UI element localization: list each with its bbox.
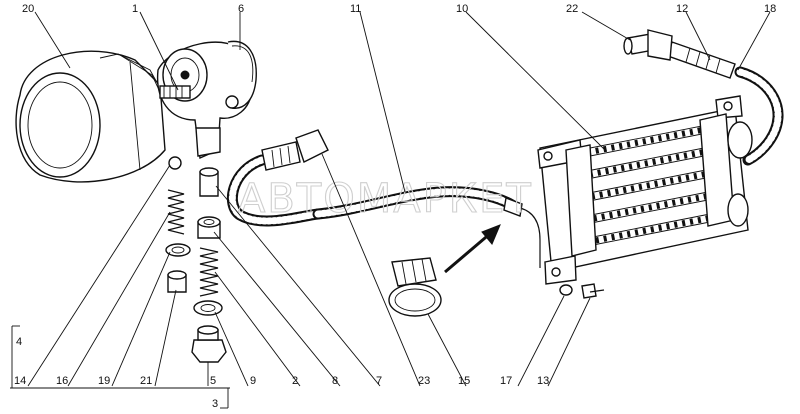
- callout-22: 22: [566, 3, 578, 15]
- bolt-part-13: [581, 283, 605, 299]
- ball-part-4: [168, 156, 182, 170]
- callout-17: 17: [500, 375, 512, 387]
- callout-19: 19: [98, 375, 110, 387]
- callout-1: 1: [132, 3, 138, 15]
- elbow-fitting-part-22: [623, 29, 673, 61]
- washer-part-16: [165, 243, 191, 257]
- spring-part-2: [199, 247, 219, 297]
- callout-10: 10: [456, 3, 468, 15]
- plug-part-5: [191, 325, 227, 363]
- callout-labels: 20 1 6 11 10 22 12 18 4 14 16 19 21 5 9 …: [14, 3, 776, 410]
- watermark-text: АВТОМАРКЕТ: [238, 176, 533, 222]
- callout-20: 20: [22, 3, 34, 15]
- washer-part-9: [193, 300, 223, 316]
- leader-lines: [10, 11, 771, 409]
- oil-cooler-part-10: [537, 95, 753, 285]
- filter-housing-part-1-6: [156, 40, 257, 160]
- oil-filter-part-20: [15, 50, 166, 183]
- bushing-part-7: [197, 216, 221, 239]
- callout-12: 12: [676, 3, 688, 15]
- callout-4: 4: [16, 336, 22, 348]
- callout-16: 16: [56, 375, 68, 387]
- spring-part-14: [167, 189, 185, 235]
- callout-8: 8: [332, 375, 338, 387]
- washer-part-17: [559, 284, 573, 296]
- callout-2: 2: [292, 375, 298, 387]
- callout-3: 3: [212, 398, 218, 410]
- callout-7: 7: [376, 375, 382, 387]
- callout-5: 5: [210, 375, 216, 387]
- plug-part-19: [167, 270, 187, 293]
- callout-6: 6: [238, 3, 244, 15]
- hose-clamp-part-15: [388, 257, 442, 317]
- callout-15: 15: [458, 375, 470, 387]
- callout-21: 21: [140, 375, 152, 387]
- oil-hose-part-18: [734, 66, 784, 166]
- callout-14: 14: [14, 375, 26, 387]
- cooler-tubes: [579, 123, 721, 247]
- oil-hose-part-11: [312, 186, 541, 268]
- callout-11: 11: [350, 3, 361, 15]
- callout-13: 13: [537, 375, 549, 387]
- assembly-arrow: [444, 224, 501, 274]
- callout-23: 23: [418, 375, 430, 387]
- valve-part-8: [199, 167, 219, 197]
- fitting-part-12: [667, 41, 736, 79]
- callout-9: 9: [250, 375, 256, 387]
- callout-18: 18: [764, 3, 776, 15]
